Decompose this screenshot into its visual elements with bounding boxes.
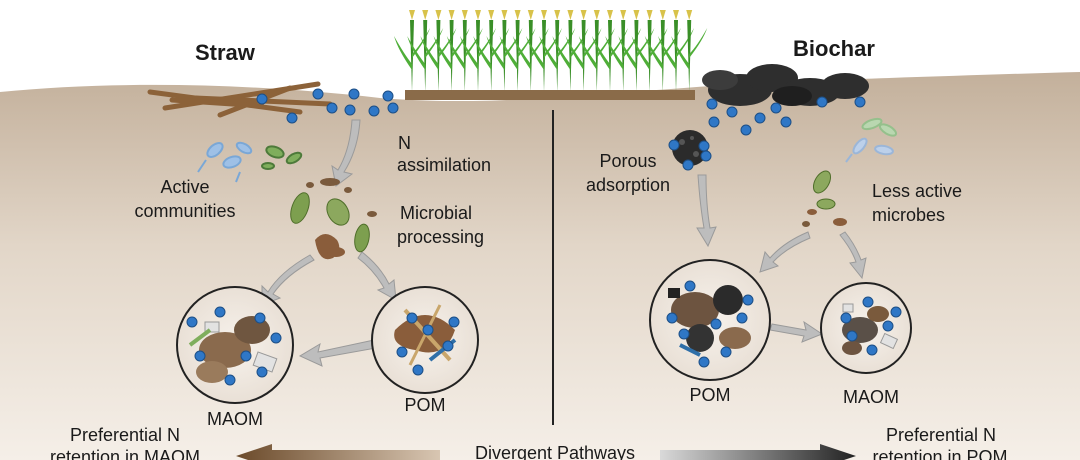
nitrogen-dot	[740, 124, 752, 136]
nitrogen-dot	[368, 105, 380, 117]
aggregate-maom-right	[820, 282, 912, 374]
nitrogen-dot	[684, 280, 696, 292]
microbial-processing-cluster	[290, 178, 377, 260]
nitrogen-dot	[348, 88, 360, 100]
label-n-assimilation-1: N	[398, 133, 411, 153]
nitrogen-dot	[448, 316, 460, 328]
label-porous-adsorption-2: adsorption	[585, 175, 671, 195]
nitrogen-dot	[186, 316, 198, 328]
label-microbial-processing-2: processing	[397, 227, 485, 247]
label-maom-left: MAOM	[207, 409, 263, 429]
nitrogen-dot	[326, 102, 338, 114]
nitrogen-dot	[682, 159, 694, 171]
nitrogen-dot	[214, 306, 226, 318]
label-preferential-right-2: retention in POM	[872, 447, 1008, 460]
nitrogen-dot	[422, 324, 434, 336]
nitrogen-dot	[706, 98, 718, 110]
nitrogen-dot	[312, 88, 324, 100]
nitrogen-dot	[698, 356, 710, 368]
label-n-assimilation-2: assimilation	[397, 155, 492, 175]
nitrogen-dot	[770, 102, 782, 114]
nitrogen-dot	[396, 346, 408, 358]
label-maom-right: MAOM	[843, 387, 899, 407]
nitrogen-dot	[698, 140, 710, 152]
process-arrows	[261, 119, 867, 367]
label-pom-left: POM	[404, 395, 446, 415]
label-microbial-processing-1: Microbial	[400, 203, 473, 223]
nitrogen-dot	[742, 294, 754, 306]
nitrogen-dot	[890, 306, 902, 318]
nitrogen-dot	[286, 112, 298, 124]
nitrogen-dot	[710, 318, 722, 330]
active-microbes	[197, 141, 303, 183]
label-preferential-right-1: Preferential N	[885, 425, 997, 445]
nitrogen-dot	[256, 366, 268, 378]
nitrogen-dot	[224, 374, 236, 386]
porous-biochar-particle	[672, 130, 708, 166]
nitrogen-dot	[412, 364, 424, 376]
nitrogen-dot	[387, 102, 399, 114]
label-active-communities-1: Active	[160, 177, 210, 197]
nitrogen-dot	[254, 312, 266, 324]
nitrogen-dot	[726, 106, 738, 118]
label-less-active-microbes-1: Less active	[872, 181, 963, 201]
nitrogen-dots	[186, 88, 902, 386]
label-active-communities-2: communities	[134, 201, 236, 221]
nitrogen-dot	[270, 332, 282, 344]
nitrogen-dot	[240, 350, 252, 362]
nitrogen-dot	[736, 312, 748, 324]
label-preferential-left-2: retention in MAOM	[49, 447, 201, 460]
nitrogen-dot	[382, 90, 394, 102]
label-porous-adsorption-1: Porous	[599, 151, 657, 171]
aggregate-pom-left	[371, 286, 479, 394]
nitrogen-dot	[854, 96, 866, 108]
nitrogen-dot	[256, 93, 268, 105]
label-pom-right: POM	[689, 385, 731, 405]
nitrogen-dot	[194, 350, 206, 362]
nitrogen-dot	[720, 346, 732, 358]
nitrogen-dot	[866, 344, 878, 356]
nitrogen-dot	[406, 312, 418, 324]
divergent-arrows	[236, 444, 856, 460]
nitrogen-dot	[668, 139, 680, 151]
straw-title: Straw	[195, 40, 255, 65]
label-preferential-left-1: Preferential N	[69, 425, 181, 445]
nitrogen-dot	[862, 296, 874, 308]
label-less-active-microbes-2: microbes	[872, 205, 946, 225]
nitrogen-dot	[708, 116, 720, 128]
nitrogen-dot	[344, 104, 356, 116]
less-active-microbes	[845, 117, 898, 163]
nitrogen-dot	[754, 112, 766, 124]
crop-row	[394, 10, 708, 100]
right-microbial-cluster	[802, 170, 847, 227]
soil-profile	[0, 72, 1080, 460]
nitrogen-dot	[816, 96, 828, 108]
aggregate-maom-left	[176, 286, 294, 404]
nitrogen-dot	[882, 320, 894, 332]
aggregate-pom-right	[649, 259, 771, 381]
nitrogen-dot	[700, 150, 712, 162]
nitrogen-dot	[780, 116, 792, 128]
biochar-title: Biochar	[793, 36, 875, 61]
label-divergent-pathways: Divergent Pathways	[474, 443, 636, 460]
nitrogen-dot	[846, 330, 858, 342]
nitrogen-dot	[442, 340, 454, 352]
nitrogen-dot	[666, 312, 678, 324]
nitrogen-dot	[840, 312, 852, 324]
nitrogen-dot	[678, 328, 690, 340]
